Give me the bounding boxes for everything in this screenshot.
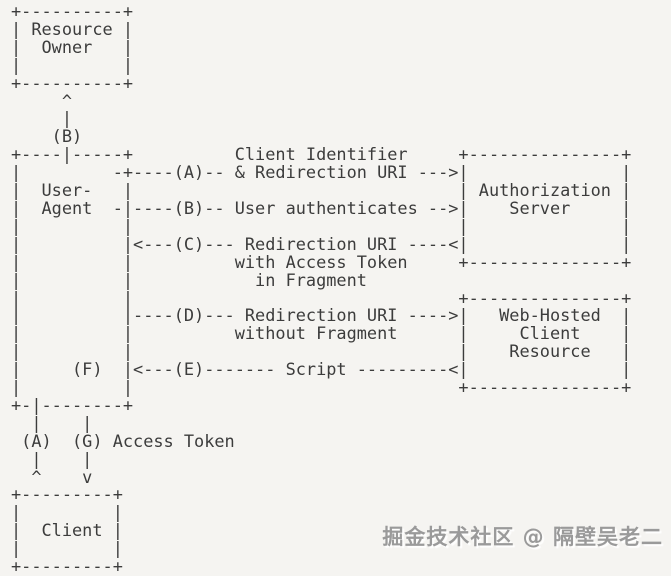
watermark-text: 掘金技术社区 @ 隔壁吴老二 xyxy=(382,525,663,549)
